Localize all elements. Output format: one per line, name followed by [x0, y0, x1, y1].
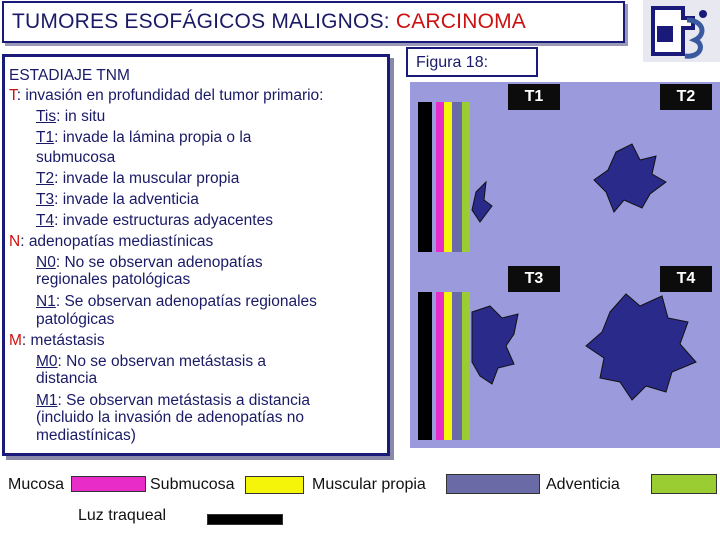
n0-key: N0 — [36, 254, 56, 271]
m-desc: : metástasis — [22, 332, 105, 349]
n1-text: : Se observan adenopatías regionales — [56, 293, 317, 310]
t1-key: T1 — [36, 129, 54, 146]
tis-line: Tis: in situ — [36, 108, 105, 125]
m1-line-2: (incluido la invasión de adenopatías no — [36, 409, 304, 426]
stage-label-t2: T2 — [660, 84, 712, 110]
t-line: T: invasión en profundidad del tumor pri… — [9, 87, 323, 104]
n0-line: N0: No se observan adenopatías — [36, 254, 263, 271]
legend-luz-label: Luz traqueal — [78, 507, 166, 525]
m-prefix: M — [9, 332, 22, 349]
heading-tnm: ESTADIAJE TNM — [9, 67, 130, 84]
title-accent: CARCINOMA — [396, 10, 526, 33]
figure-label: Figura 18: — [406, 47, 538, 77]
n-line: N: adenopatías mediastínicas — [9, 233, 213, 250]
m0-line: M0: No se observan metástasis a — [36, 353, 266, 370]
tumor-t2 — [594, 144, 666, 212]
m1-text: : Se observan metástasis a distancia — [58, 392, 310, 409]
t3-key: T3 — [36, 191, 54, 208]
m0-text: : No se observan metástasis a — [58, 353, 267, 370]
t1-text: : invade la lámina propia o la — [54, 129, 251, 146]
stage-label-t3: T3 — [508, 266, 560, 292]
t-prefix: T — [9, 87, 17, 104]
m0-line-2: distancia — [36, 370, 97, 387]
slide-title: TUMORES ESOFÁGICOS MALIGNOS: CARCINOMA — [12, 10, 526, 34]
tis-text: : in situ — [56, 108, 105, 125]
n-desc: : adenopatías mediastínicas — [20, 233, 213, 250]
legend-mucosa-label: Mucosa — [8, 476, 64, 494]
n-prefix: N — [9, 233, 20, 250]
n0-line-2: regionales patológicas — [36, 271, 190, 288]
legend-mucosa-swatch — [71, 476, 146, 492]
m1-line-3: mediastínicas) — [36, 427, 136, 444]
n1-line: N1: Se observan adenopatías regionales — [36, 293, 317, 310]
m0-key: M0 — [36, 353, 58, 370]
tnm-text-box: ESTADIAJE TNM T: invasión en profundidad… — [2, 54, 390, 456]
t2-text: : invade la muscular propia — [54, 170, 239, 187]
n1-line-2: patológicas — [36, 311, 114, 328]
m1-line: M1: Se observan metástasis a distancia — [36, 392, 310, 409]
tumor-shapes — [410, 82, 720, 448]
tumor-t1 — [472, 182, 492, 222]
t2-key: T2 — [36, 170, 54, 187]
legend-adventicia-label: Adventicia — [546, 476, 620, 494]
t4-line: T4: invade estructuras adyacentes — [36, 212, 273, 229]
n1-key: N1 — [36, 293, 56, 310]
staging-diagram: T1 T2 T3 T4 — [410, 82, 720, 448]
t3-text: : invade la adventicia — [54, 191, 199, 208]
legend-muscular-label: Muscular propia — [312, 476, 426, 494]
legend-muscular-swatch — [446, 474, 540, 494]
stage-label-t4: T4 — [660, 266, 712, 292]
m-line: M: metástasis — [9, 332, 105, 349]
t4-text: : invade estructuras adyacentes — [54, 212, 273, 229]
tumor-t4 — [586, 294, 696, 400]
t3-line: T3: invade la adventicia — [36, 191, 199, 208]
title-main: TUMORES ESOFÁGICOS MALIGNOS: — [12, 10, 396, 33]
tumor-t3 — [472, 306, 518, 384]
legend-submucosa-label: Submucosa — [150, 476, 235, 494]
legend-submucosa-swatch — [245, 476, 304, 494]
legend-luz-swatch — [207, 514, 283, 525]
legend-adventicia-swatch — [651, 474, 717, 494]
t-desc: : invasión en profundidad del tumor prim… — [17, 87, 324, 104]
n0-text: : No se observan adenopatías — [56, 254, 263, 271]
institution-logo-icon — [643, 0, 720, 62]
title-box: TUMORES ESOFÁGICOS MALIGNOS: CARCINOMA — [2, 1, 625, 43]
tis-key: Tis — [36, 108, 56, 125]
t1-line-2: submucosa — [36, 149, 115, 166]
t1-line: T1: invade la lámina propia o la — [36, 129, 251, 146]
t2-line: T2: invade la muscular propia — [36, 170, 239, 187]
t4-key: T4 — [36, 212, 54, 229]
stage-label-t1: T1 — [508, 84, 560, 110]
m1-key: M1 — [36, 392, 58, 409]
